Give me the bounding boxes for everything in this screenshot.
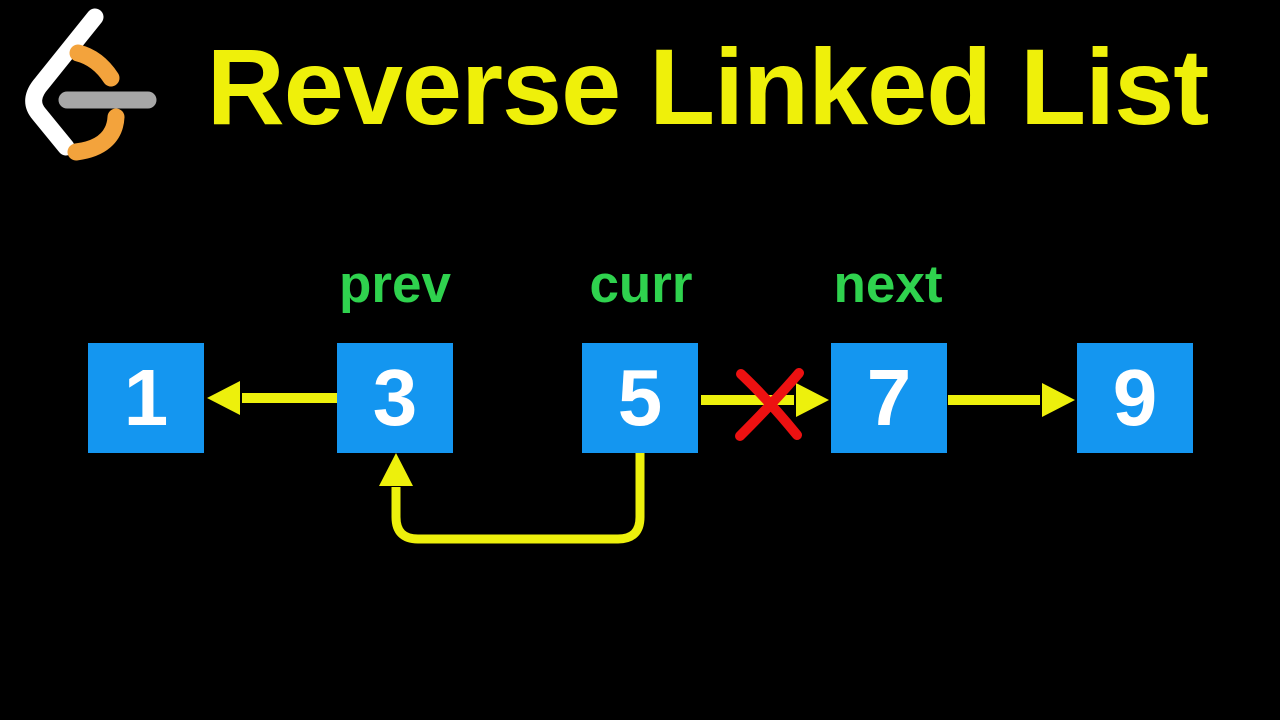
pointer-label-curr: curr <box>589 255 693 314</box>
node-box-3: 3 <box>337 343 453 453</box>
page-title: Reverse Linked List <box>206 26 1209 147</box>
leetcode-logo-icon <box>25 8 157 161</box>
node-value: 5 <box>617 353 663 442</box>
node-box-7: 7 <box>831 343 947 453</box>
arrow-3-to-1 <box>207 381 338 415</box>
arrowhead-left-icon <box>207 381 240 415</box>
node-value: 3 <box>372 353 418 442</box>
arrowhead-right-icon <box>796 383 829 417</box>
arrow-5-to-7 <box>701 383 829 417</box>
arrow-7-to-9 <box>948 383 1075 417</box>
logo-orange-top-stroke <box>69 44 120 87</box>
logo-orange-bottom-stroke <box>67 108 125 161</box>
node-box-1: 1 <box>88 343 204 453</box>
node-box-5: 5 <box>582 343 698 453</box>
node-value: 7 <box>866 353 912 442</box>
pointer-label-next: next <box>833 255 943 314</box>
arrowhead-right-icon <box>1042 383 1075 417</box>
curved-arrow-5-to-3 <box>379 453 645 544</box>
red-cross-icon <box>735 368 804 441</box>
node-value: 9 <box>1112 353 1158 442</box>
logo-white-stroke <box>25 8 104 156</box>
node-value: 1 <box>123 353 169 442</box>
pointer-label-prev: prev <box>339 255 451 314</box>
arrowhead-up-icon <box>379 453 413 486</box>
node-box-9: 9 <box>1077 343 1193 453</box>
